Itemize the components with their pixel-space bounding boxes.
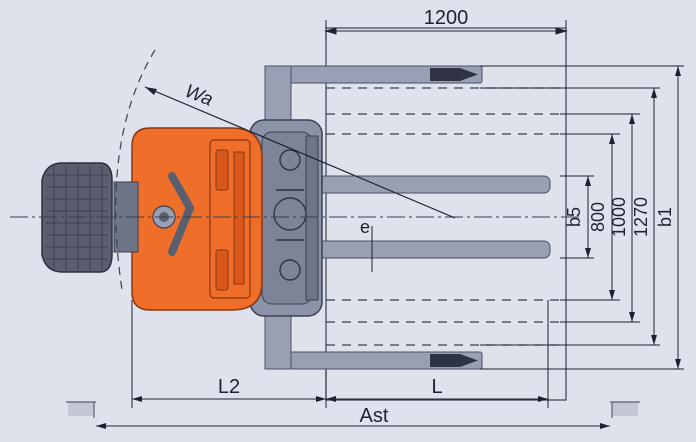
- label-800: 800: [588, 202, 608, 232]
- label-e: e: [360, 217, 370, 237]
- label-1200: 1200: [424, 7, 469, 29]
- outer-forks: [264, 65, 483, 370]
- label-1000: 1000: [609, 197, 629, 237]
- floor-right: [610, 401, 640, 418]
- label-wa: Wa: [182, 81, 216, 111]
- vertical-dimensions: [480, 65, 684, 370]
- label-l2: L2: [218, 376, 240, 398]
- truck-body: [131, 127, 263, 311]
- label-1270: 1270: [631, 197, 651, 237]
- floor-left: [66, 401, 96, 418]
- label-l: L: [431, 376, 442, 398]
- vertical-arrows: [585, 66, 681, 369]
- bottom-dimensions: [96, 300, 610, 427]
- load-box: [325, 27, 567, 401]
- dim-1200: [324, 20, 568, 40]
- turning-arc: [115, 49, 156, 291]
- label-b5: b5: [564, 207, 584, 227]
- bottom-arrows: [96, 396, 610, 429]
- mast: [249, 119, 323, 317]
- label-ast: Ast: [360, 405, 389, 427]
- inner-forks: [317, 175, 551, 259]
- wa-line: [144, 86, 456, 219]
- label-b1: b1: [655, 207, 675, 227]
